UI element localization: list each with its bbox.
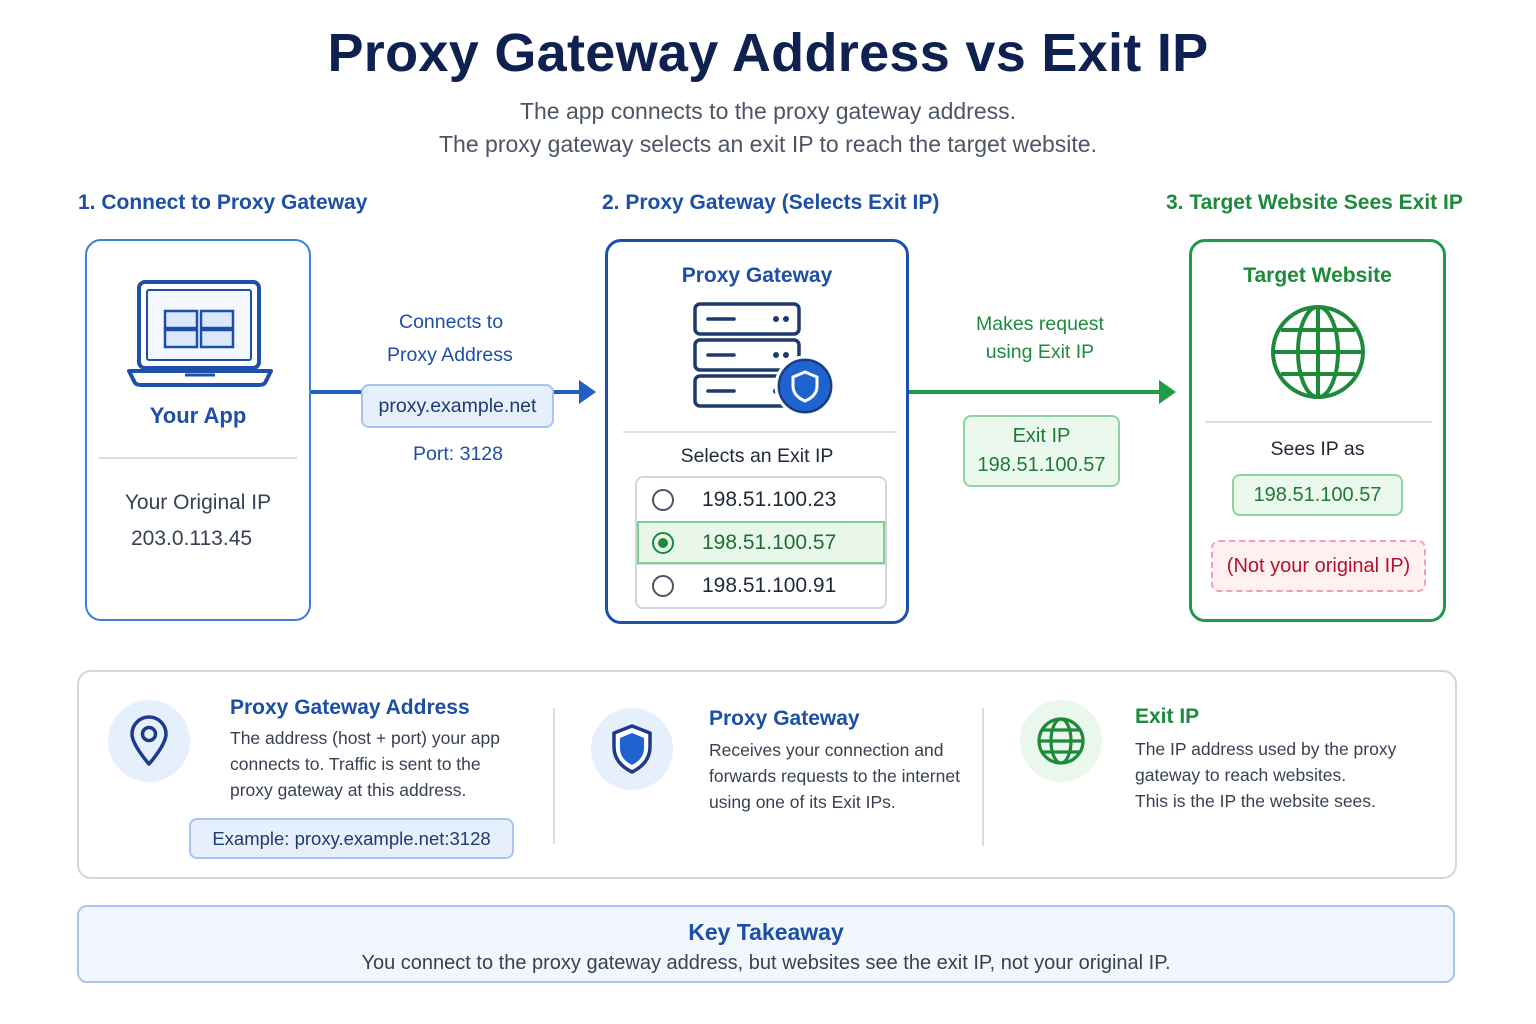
- port-label: Port: 3128: [413, 443, 503, 465]
- exit-ip-value: 198.51.100.57: [702, 530, 837, 554]
- globe-icon-badge: [1020, 700, 1102, 782]
- exit-ip-badge: Exit IP 198.51.100.57: [963, 415, 1120, 487]
- subtitle-line-2: The proxy gateway selects an exit IP to …: [439, 131, 1097, 157]
- app-title: Your App: [149, 403, 247, 428]
- exit-ip-option-selected[interactable]: 198.51.100.57: [637, 521, 885, 564]
- desc-line: The address (host + port) your app: [230, 728, 500, 748]
- step-3-heading: 3. Target Website Sees Exit IP: [1166, 191, 1463, 214]
- seen-ip-badge: 198.51.100.57: [1232, 474, 1403, 516]
- target-card-divider: [1205, 421, 1432, 423]
- shield-icon-badge: [591, 708, 673, 790]
- radio-unselected-icon[interactable]: [652, 488, 674, 511]
- app-card-divider: [99, 457, 297, 459]
- original-ip-label: Your Original IP: [124, 491, 272, 514]
- desc-line: gateway to reach websites.: [1135, 765, 1347, 785]
- gateway-title: Proxy Gateway: [681, 264, 833, 287]
- request-label-2: using Exit IP: [985, 341, 1095, 363]
- radio-unselected-icon[interactable]: [652, 575, 674, 597]
- exit-ip-badge-label: Exit IP: [1012, 425, 1071, 447]
- sees-ip-label: Sees IP as: [1270, 438, 1365, 460]
- proxy-gateway-desc: Receives your connection and forwards re…: [709, 737, 960, 815]
- desc-line: Receives your connection and: [709, 740, 944, 760]
- proxy-address-badge: proxy.example.net: [361, 384, 554, 428]
- exit-ip-title: Exit IP: [1135, 705, 1200, 728]
- desc-line: connects to. Traffic is sent to the: [230, 754, 481, 774]
- column-separator: [982, 708, 984, 846]
- location-pin-icon-badge: [108, 700, 190, 782]
- example-address-badge: Example: proxy.example.net:3128: [189, 818, 514, 859]
- location-pin-icon: [130, 715, 168, 766]
- column-separator: [553, 708, 555, 844]
- takeaway-title: Key Takeaway: [688, 919, 844, 945]
- desc-line: The IP address used by the proxy: [1135, 739, 1397, 759]
- request-label-1: Makes request: [976, 313, 1104, 335]
- radio-selected-icon[interactable]: [652, 531, 674, 554]
- request-arrow: [909, 380, 1176, 404]
- exit-ip-badge-value: 198.51.100.57: [977, 454, 1106, 476]
- proxy-gateway-title: Proxy Gateway: [709, 707, 860, 730]
- server-icon: [693, 302, 836, 417]
- exit-ip-option[interactable]: 198.51.100.23: [637, 478, 885, 521]
- definitions-panel: Proxy Gateway Address The address (host …: [77, 670, 1457, 879]
- gateway-card-divider: [623, 431, 897, 433]
- page-title: Proxy Gateway Address vs Exit IP: [327, 23, 1209, 83]
- gateway-address-title: Proxy Gateway Address: [230, 696, 470, 719]
- exit-ip-list: 198.51.100.23 198.51.100.57 198.51.100.9…: [635, 476, 887, 609]
- globe-icon: [1037, 717, 1085, 765]
- key-takeaway-box: Key Takeaway You connect to the proxy ga…: [77, 905, 1455, 983]
- app-card: Your App Your Original IP 203.0.113.45: [85, 239, 311, 621]
- step-1-heading: 1. Connect to Proxy Gateway: [78, 191, 368, 214]
- shield-icon: [612, 724, 652, 774]
- exit-ip-option[interactable]: 198.51.100.91: [637, 564, 885, 607]
- select-exit-ip-label: Selects an Exit IP: [680, 445, 834, 467]
- desc-line: forwards requests to the internet: [709, 766, 960, 786]
- target-card: Target Website Sees IP as 198.51.100.57 …: [1189, 239, 1446, 622]
- exit-ip-value: 198.51.100.23: [702, 487, 837, 511]
- connect-label-1: Connects to: [399, 311, 504, 333]
- desc-line: using one of its Exit IPs.: [709, 792, 896, 812]
- connect-label-2: Proxy Address: [387, 344, 513, 366]
- target-title: Target Website: [1243, 264, 1392, 287]
- desc-line: proxy gateway at this address.: [230, 780, 467, 800]
- original-ip-value: 203.0.113.45: [131, 527, 253, 550]
- gateway-address-desc: The address (host + port) your app conne…: [230, 725, 500, 803]
- desc-line: This is the IP the website sees.: [1135, 791, 1376, 811]
- subtitle-line-1: The app connects to the proxy gateway ad…: [519, 98, 1017, 124]
- globe-icon: [1271, 305, 1365, 399]
- step-2-heading: 2. Proxy Gateway (Selects Exit IP): [602, 191, 940, 214]
- laptop-icon: [127, 280, 273, 387]
- gateway-card: Proxy Gateway Selects an Exit IP 198.51.…: [605, 239, 909, 624]
- exit-ip-value: 198.51.100.91: [702, 574, 837, 597]
- exit-ip-desc: The IP address used by the proxy gateway…: [1135, 736, 1396, 814]
- not-original-ip-note: (Not your original IP): [1211, 540, 1426, 592]
- takeaway-text: You connect to the proxy gateway address…: [361, 952, 1171, 974]
